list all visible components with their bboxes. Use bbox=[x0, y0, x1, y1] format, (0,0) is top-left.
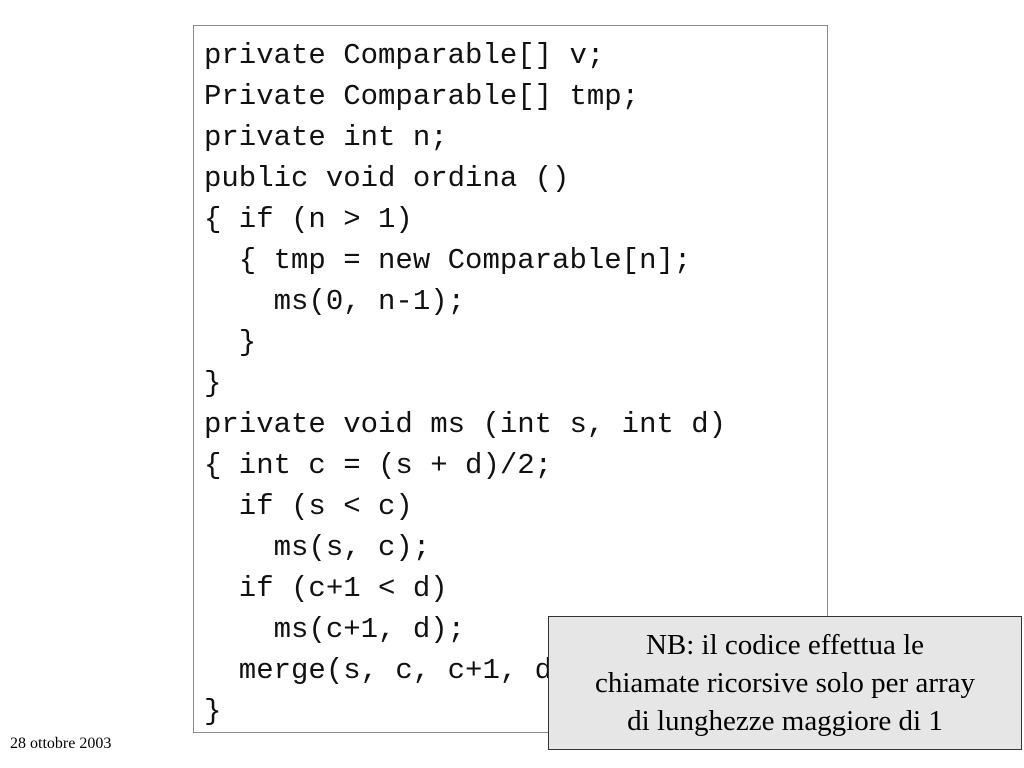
note-line: NB: il codice effettua le bbox=[645, 629, 925, 661]
code-line: { if (n > 1) bbox=[204, 203, 413, 236]
code-line: private void ms (int s, int d) bbox=[204, 408, 727, 441]
code-line: } bbox=[204, 695, 222, 728]
note-callout: NB: il codice effettua le chiamate ricor… bbox=[548, 616, 1022, 750]
code-line: } bbox=[204, 326, 257, 359]
code-line: ms(c+1, d); bbox=[204, 613, 466, 646]
code-line: private int n; bbox=[204, 121, 448, 154]
code-line: if (c+1 < d) bbox=[204, 572, 448, 605]
note-line: di lunghezze maggiore di 1 bbox=[627, 705, 943, 737]
code-line: Private Comparable[] tmp; bbox=[204, 80, 640, 113]
code-line: ms(s, c); bbox=[204, 531, 431, 564]
code-line: public void ordina () bbox=[204, 162, 570, 195]
code-line: ms(0, n-1); bbox=[204, 285, 466, 318]
code-box: private Comparable[] v; Private Comparabl… bbox=[193, 25, 828, 733]
code-listing: private Comparable[] v; Private Comparabl… bbox=[204, 35, 726, 732]
code-line: { int c = (s + d)/2; bbox=[204, 449, 553, 482]
slide-date: 28 ottobre 2003 bbox=[10, 735, 112, 752]
code-line: { tmp = new Comparable[n]; bbox=[204, 244, 692, 277]
code-line: private Comparable[] v; bbox=[204, 39, 605, 72]
note-line: chiamate ricorsive solo per array bbox=[594, 667, 976, 699]
code-line: if (s < c) bbox=[204, 490, 413, 523]
code-line: } bbox=[204, 367, 222, 400]
